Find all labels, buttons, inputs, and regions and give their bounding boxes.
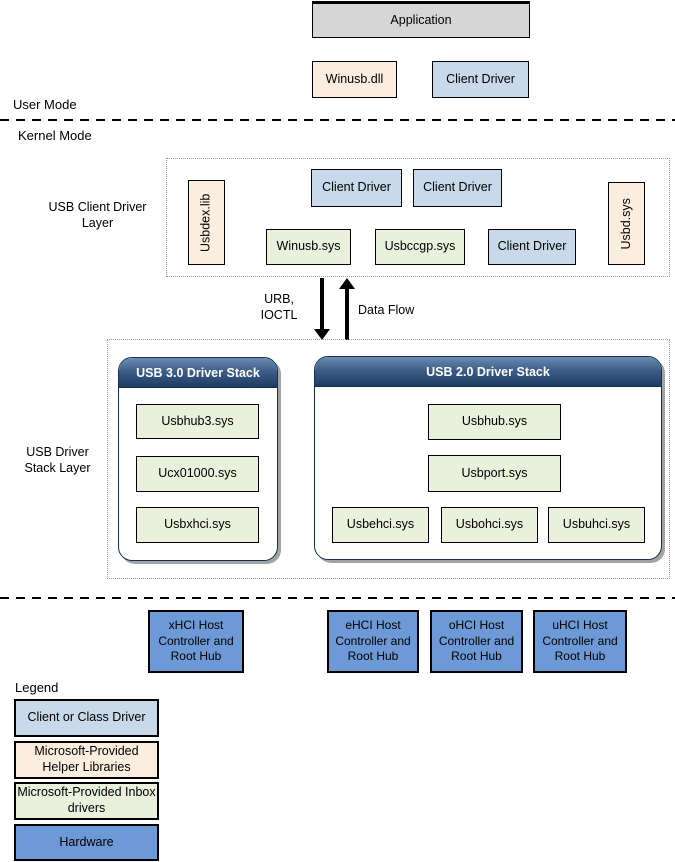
legend-title: Legend (15, 680, 59, 695)
usbhub3-sys-box: Usbhub3.sys (136, 404, 259, 439)
usbohci-sys-box: Usbohci.sys (441, 507, 538, 543)
client-driver-kernel-box-1: Client Driver (311, 169, 402, 207)
urb-ioctl-label: URB, IOCTL (260, 292, 298, 323)
client-driver-kernel-box-2: Client Driver (413, 169, 502, 207)
winusb-dll-box: Winusb.dll (312, 61, 397, 98)
client-driver-kernel-label-2: Client Driver (423, 180, 492, 195)
ucx01000-sys-label: Ucx01000.sys (158, 466, 237, 481)
ehci-host-controller-box: eHCI Host Controller and Root Hub (327, 610, 419, 673)
usbdex-lib-label: Usbdex.lib (198, 193, 213, 252)
usbxhci-sys-label: Usbxhci.sys (164, 517, 231, 532)
usbehci-sys-label: Usbehci.sys (346, 517, 415, 532)
uhci-host-controller-label: uHCI Host Controller and Root Hub (542, 618, 618, 664)
usbhub3-sys-label: Usbhub3.sys (161, 413, 234, 428)
usbuhci-sys-label: Usbuhci.sys (562, 517, 631, 532)
legend-inbox-drivers: Microsoft-Provided Inbox drivers (14, 782, 159, 820)
usbport-sys-label: Usbport.sys (461, 465, 528, 480)
legend-client-class-driver: Client or Class Driver (14, 699, 159, 737)
ohci-host-controller-label: oHCI Host Controller and Root Hub (438, 618, 515, 664)
application-label: Application (390, 12, 452, 27)
xhci-host-controller-box: xHCI Host Controller and Root Hub (148, 610, 244, 673)
application-box: Application (312, 1, 530, 38)
usbehci-sys-box: Usbehci.sys (332, 507, 429, 543)
legend-hardware-label: Hardware (59, 834, 114, 849)
winusb-sys-label: Winusb.sys (276, 239, 341, 254)
user-mode-label: User Mode (13, 97, 77, 112)
legend-inbox-drivers-label: Microsoft-Provided Inbox drivers (17, 785, 156, 815)
dataflow-up-arrow-head-icon (339, 278, 355, 289)
usbccgp-sys-label: Usbccgp.sys (384, 239, 456, 254)
winusb-dll-label: Winusb.dll (325, 71, 384, 86)
usb3-stack-header: USB 3.0 Driver Stack (119, 358, 277, 388)
usbhub-sys-label: Usbhub.sys (461, 414, 528, 429)
client-driver-kernel-label-3: Client Driver (497, 239, 567, 254)
legend-helper-libraries-label: Microsoft-Provided Helper Libraries (34, 744, 139, 774)
urb-down-arrow-head-icon (314, 329, 330, 340)
usbhub-sys-box: Usbhub.sys (428, 404, 561, 440)
client-driver-kernel-label-1: Client Driver (322, 180, 391, 195)
uhci-host-controller-box: uHCI Host Controller and Root Hub (533, 610, 627, 673)
kernel-mode-label: Kernel Mode (18, 128, 92, 143)
client-layer-label: USB Client Driver Layer (48, 200, 147, 231)
usbohci-sys-label: Usbohci.sys (455, 517, 524, 532)
usb2-stack-title: USB 2.0 Driver Stack (426, 364, 550, 379)
usb3-stack-title: USB 3.0 Driver Stack (136, 365, 260, 380)
stack-layer-label: USB Driver Stack Layer (24, 445, 91, 476)
ehci-host-controller-label: eHCI Host Controller and Root Hub (335, 618, 411, 664)
usbd-sys-box: Usbd.sys (608, 182, 645, 265)
usbport-sys-box: Usbport.sys (428, 455, 561, 492)
ucx01000-sys-box: Ucx01000.sys (136, 456, 259, 492)
xhci-host-controller-label: xHCI Host Controller and Root Hub (158, 618, 234, 664)
urb-down-arrow-line (320, 278, 324, 331)
client-layer-boundary (166, 158, 670, 277)
usbccgp-sys-box: Usbccgp.sys (375, 229, 465, 265)
legend-client-class-driver-label: Client or Class Driver (27, 710, 146, 725)
usbxhci-sys-box: Usbxhci.sys (136, 507, 259, 543)
dataflow-up-arrow-line (345, 287, 349, 340)
usb2-stack-header: USB 2.0 Driver Stack (315, 357, 661, 387)
usbuhci-sys-box: Usbuhci.sys (548, 507, 645, 543)
client-driver-usermode-box: Client Driver (432, 61, 529, 98)
user-kernel-divider-line (0, 119, 675, 121)
stack-layer-boundary (107, 339, 670, 579)
usbdex-lib-box: Usbdex.lib (188, 180, 225, 265)
usbd-sys-label: Usbd.sys (618, 197, 633, 250)
winusb-sys-box: Winusb.sys (266, 229, 351, 265)
kernel-hardware-divider-line (0, 597, 675, 599)
client-driver-kernel-box-3: Client Driver (488, 229, 576, 265)
client-driver-usermode-label: Client Driver (446, 71, 515, 86)
data-flow-label: Data Flow (358, 303, 415, 317)
ohci-host-controller-box: oHCI Host Controller and Root Hub (430, 610, 523, 673)
legend-helper-libraries: Microsoft-Provided Helper Libraries (14, 741, 159, 779)
legend-hardware: Hardware (14, 824, 159, 861)
